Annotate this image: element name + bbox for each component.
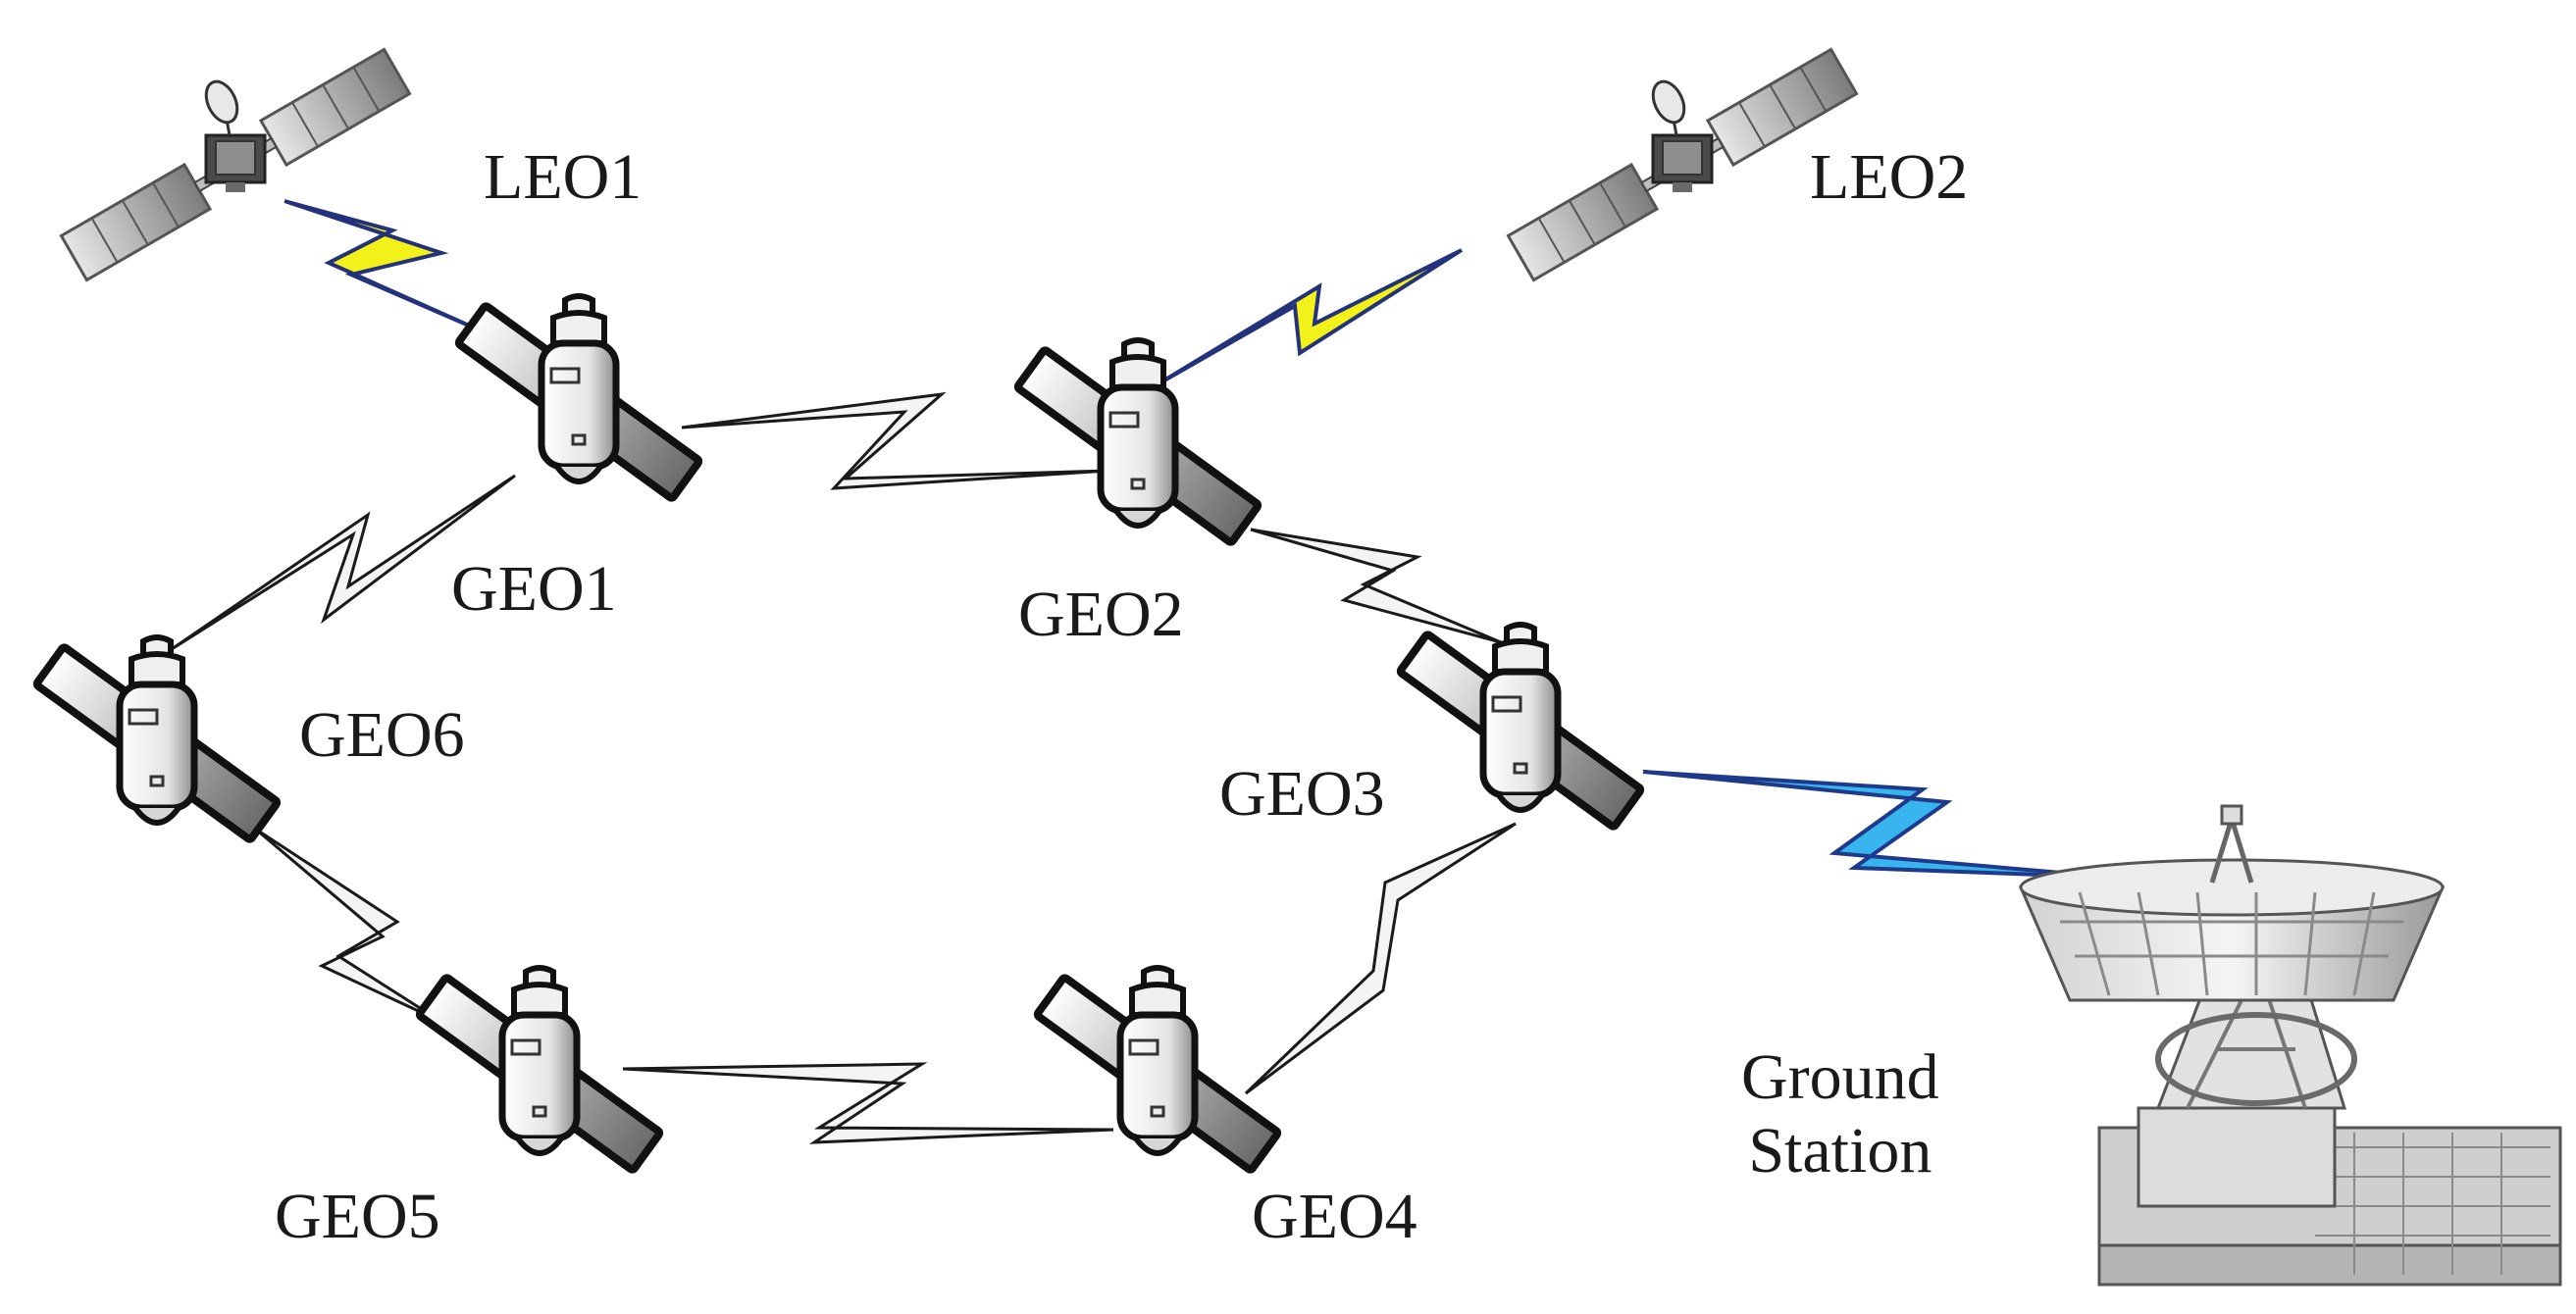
link-geo6-geo1 xyxy=(171,474,516,651)
geo2-satellite-icon xyxy=(1017,340,1260,543)
link-leo2-geo2 xyxy=(1156,248,1464,386)
leo1-label: LEO1 xyxy=(484,141,643,213)
leo1-satellite-icon xyxy=(59,47,412,282)
link-geo4-geo5 xyxy=(622,1062,1114,1144)
ground-station-label-line2: Station xyxy=(1748,1114,1932,1187)
ground-station-antenna-icon xyxy=(2018,804,2562,1287)
ground-station-label-line1: Ground xyxy=(1741,1041,1939,1113)
geo6-label: GEO6 xyxy=(299,699,465,771)
link-geo5-geo6 xyxy=(254,827,442,1024)
geo4-label: GEO4 xyxy=(1252,1181,1417,1252)
leo2-label: LEO2 xyxy=(1810,141,1969,213)
geo4-satellite-icon xyxy=(1037,968,1279,1171)
geo6-satellite-icon xyxy=(36,637,279,840)
link-geo3-ground xyxy=(1642,770,2120,880)
link-geo3-geo4 xyxy=(1244,822,1517,1095)
geo3-satellite-icon xyxy=(1400,625,1642,828)
leo2-satellite-icon xyxy=(1506,47,1859,282)
geo1-label: GEO1 xyxy=(451,553,617,625)
geo3-label: GEO3 xyxy=(1219,758,1385,830)
links-layer xyxy=(171,199,2120,1144)
ground-station-label: Ground Station xyxy=(1741,1041,1939,1188)
geo2-label: GEO2 xyxy=(1018,579,1184,650)
link-geo2-geo3 xyxy=(1250,528,1502,644)
geo1-satellite-icon xyxy=(458,296,700,499)
link-leo1-geo1 xyxy=(283,199,477,330)
geo5-label: GEO5 xyxy=(275,1181,440,1252)
